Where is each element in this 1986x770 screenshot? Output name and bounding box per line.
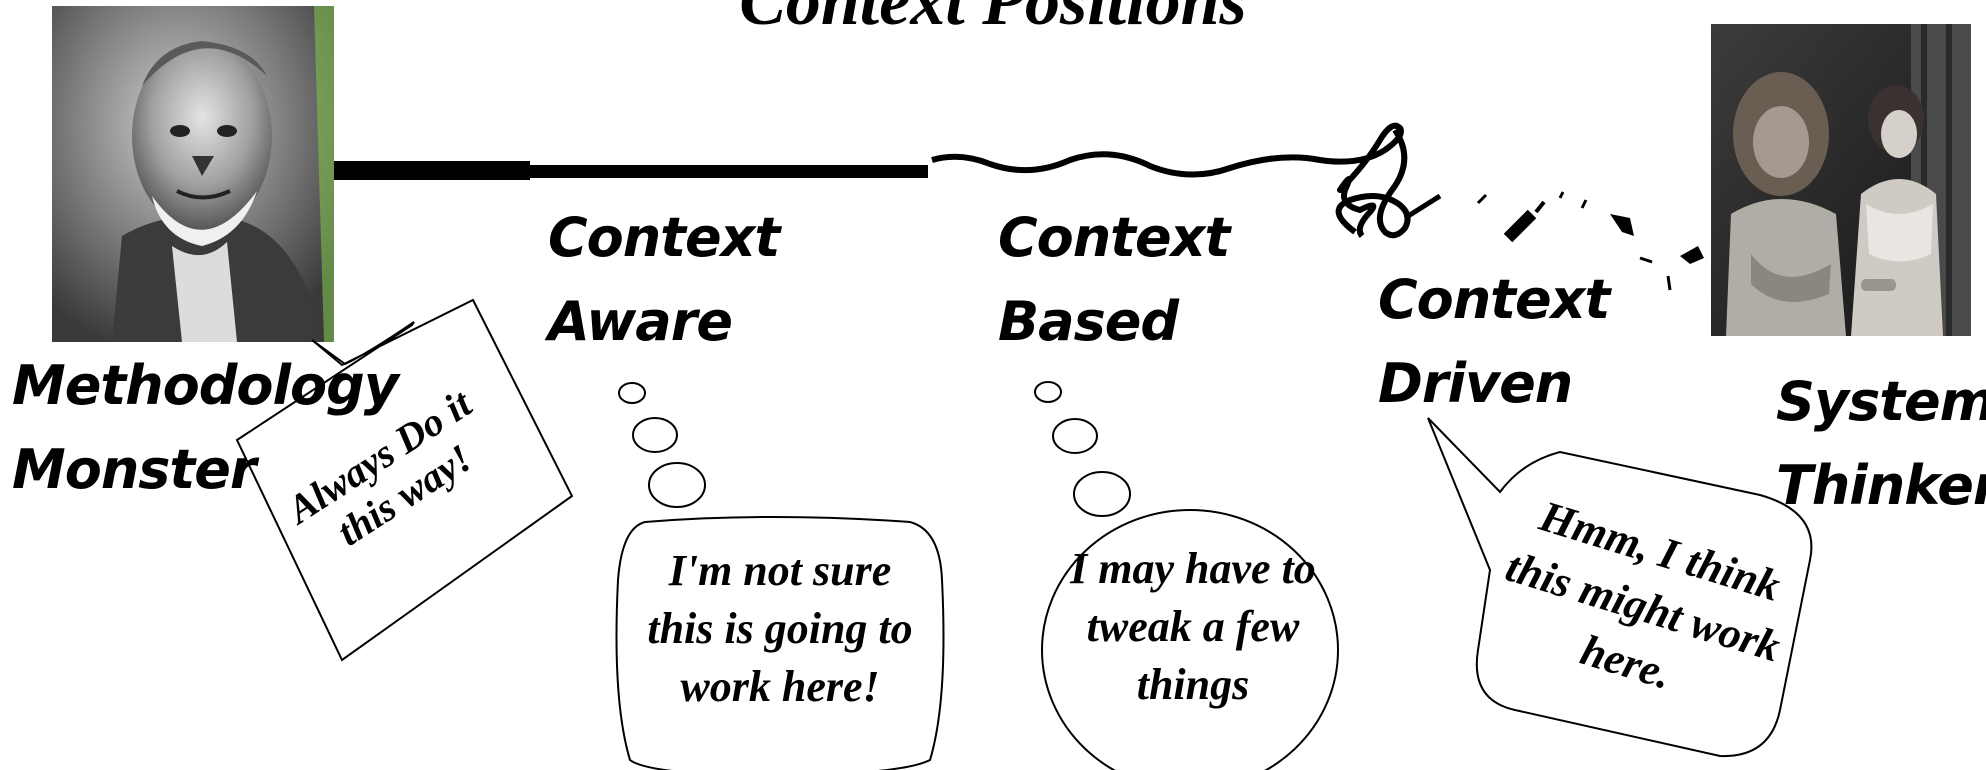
label-methodology-monster-line2: Monster <box>12 438 256 501</box>
dash-8 <box>1639 256 1653 264</box>
werewolf-image <box>52 6 334 342</box>
based-thought-dot-2 <box>1052 418 1098 454</box>
label-system-thinker: System Thinker <box>1776 360 1986 528</box>
couple-photo <box>1711 24 1971 336</box>
label-context-aware-line2: Aware <box>548 290 733 353</box>
dash-3 <box>1503 209 1537 243</box>
line-segment-thick <box>334 161 530 180</box>
driven-bubble-outline <box>1427 417 1813 758</box>
aware-thought-dot-1 <box>618 382 646 404</box>
label-context-driven-line1: Context <box>1378 268 1610 331</box>
dash-2 <box>1476 193 1488 205</box>
dash-6 <box>1580 199 1588 209</box>
monster-bubble-outline <box>235 298 574 662</box>
aware-thought-dot-3 <box>648 462 706 508</box>
aware-thought-dot-2 <box>632 417 678 453</box>
label-context-driven: Context Driven <box>1378 258 1610 426</box>
based-thought-dot-3 <box>1073 471 1131 517</box>
label-system-thinker-line1: System <box>1776 370 1986 433</box>
aware-thought-cloud <box>615 516 945 770</box>
aware-bubble-text: I'm not sure this is going to work here! <box>647 546 913 711</box>
wavy-line <box>931 122 1404 238</box>
dash-4 <box>1534 200 1546 214</box>
dash-9 <box>1666 275 1672 291</box>
dash-7 <box>1610 214 1634 236</box>
dash-10 <box>1680 246 1704 264</box>
label-system-thinker-line2: Thinker <box>1776 454 1986 517</box>
werewolf-photo <box>52 6 334 342</box>
diagram-title: Context Positions <box>739 0 1247 40</box>
label-context-aware: Context Aware <box>548 196 780 364</box>
based-thought-cloud <box>1041 509 1339 770</box>
label-context-based: Context Based <box>998 196 1230 364</box>
label-context-driven-line2: Driven <box>1378 352 1573 415</box>
couple-image <box>1711 24 1971 336</box>
label-context-aware-line1: Context <box>548 206 780 269</box>
based-thought-dot-1 <box>1034 381 1062 403</box>
line-segment-medium <box>530 165 928 178</box>
label-methodology-monster-line1: Methodology <box>12 354 399 417</box>
dash-5 <box>1558 191 1565 199</box>
label-context-based-line2: Based <box>998 290 1179 353</box>
line-loop <box>1335 128 1411 239</box>
based-bubble-text: I may have to tweak a few things <box>1070 544 1316 709</box>
label-methodology-monster: Methodology Monster <box>12 344 399 512</box>
dash-1 <box>1403 193 1442 221</box>
label-context-based-line1: Context <box>998 206 1230 269</box>
